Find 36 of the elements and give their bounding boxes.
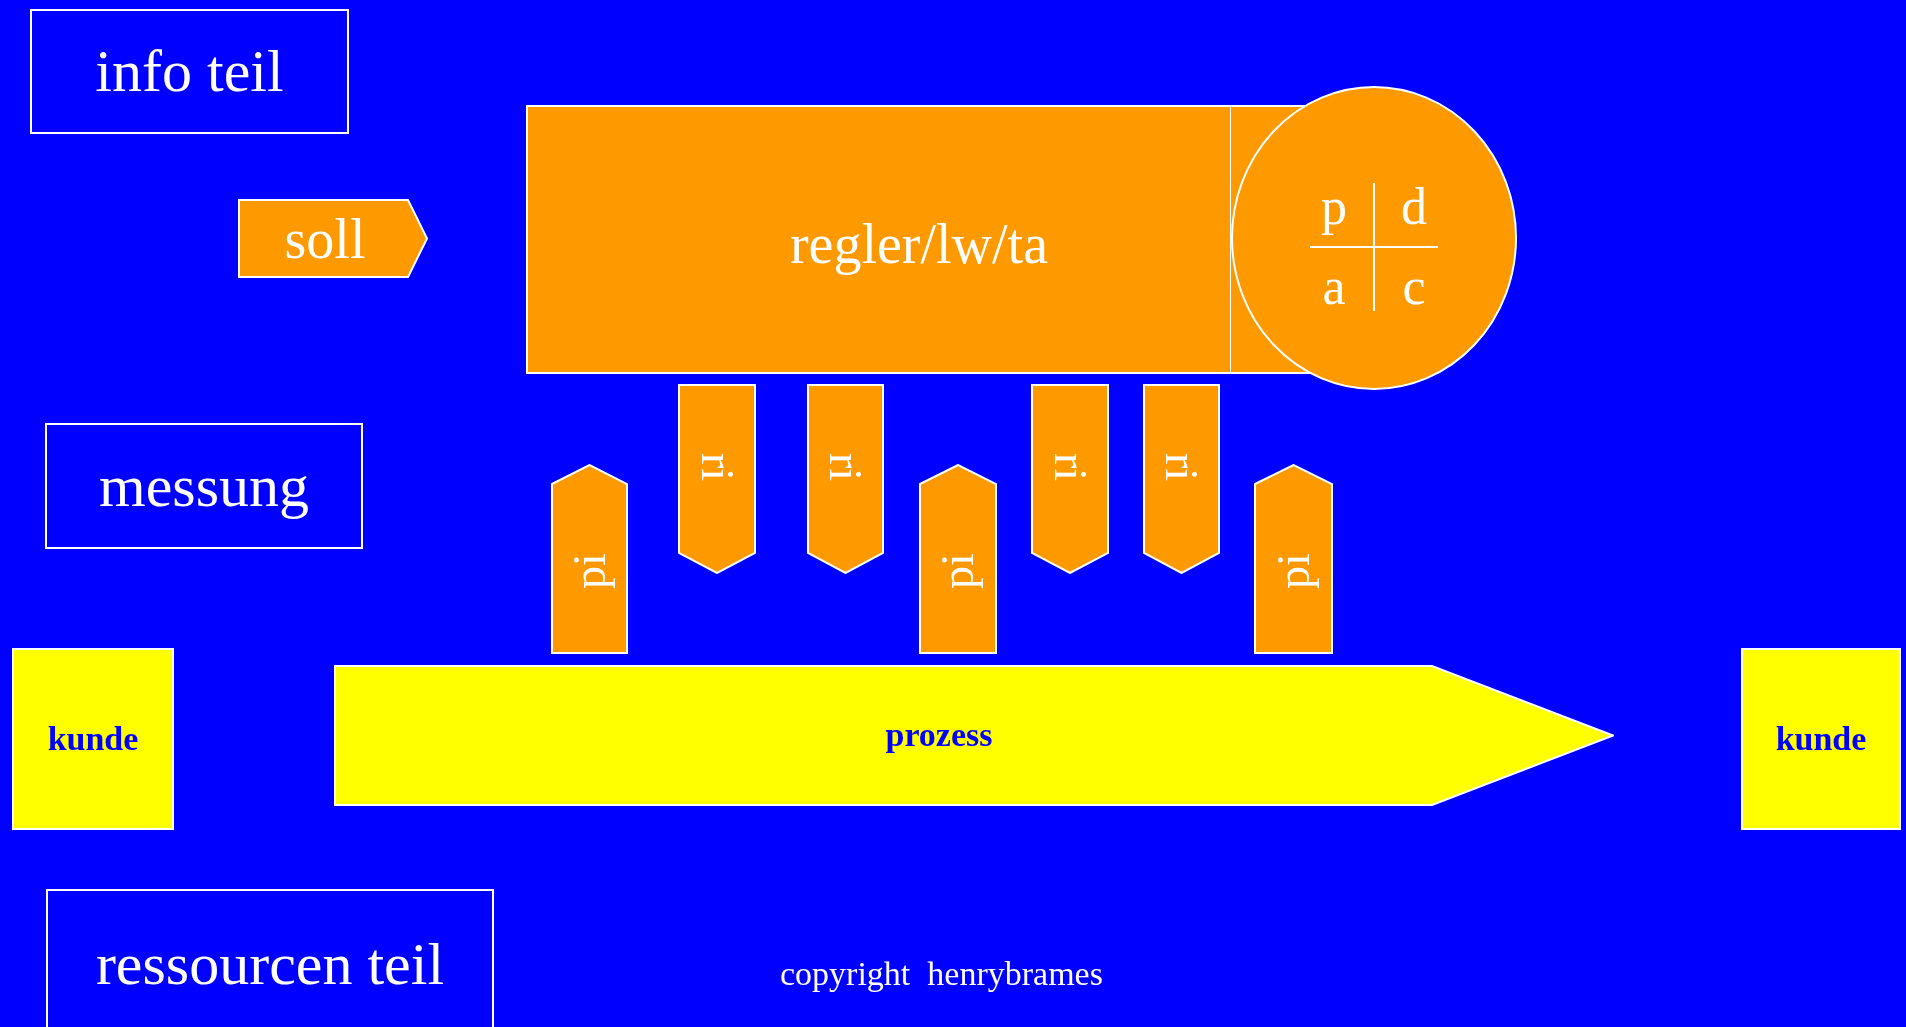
section-label-box: [30, 9, 349, 134]
rotated-label: pi: [935, 553, 981, 589]
up-pentagon: [551, 464, 628, 654]
rotated-label: ri: [1158, 452, 1205, 482]
down-pentagon: [807, 384, 884, 574]
controller-box: [526, 105, 1232, 374]
node-text: messung: [99, 451, 309, 521]
rotated-label: pi: [566, 553, 613, 589]
down-pentagon: [678, 384, 756, 574]
process-arrow: [334, 665, 1614, 806]
quadrant-letter: d: [1400, 177, 1428, 237]
customer-box: [12, 648, 174, 830]
rotated-label: pi: [1270, 553, 1317, 589]
rotated-label: ri: [694, 452, 740, 482]
node-text: ressourcen teil: [95, 929, 445, 999]
node-text: regler/lw/ta: [788, 211, 1049, 277]
node-text: soll: [284, 206, 367, 272]
node-text: info teil: [95, 37, 284, 106]
pdca-circle: [1231, 86, 1517, 390]
down-pentagon: [1031, 384, 1109, 574]
down-pentagon: [1143, 384, 1220, 574]
node-text: prozess: [885, 715, 994, 756]
up-pentagon: [1254, 464, 1333, 654]
up-pentagon: [919, 464, 997, 654]
rotated-label: ri: [822, 452, 869, 482]
quadrant-letter: p: [1320, 177, 1348, 237]
quadrant-letter: a: [1321, 257, 1347, 317]
setpoint-arrow: [238, 199, 428, 278]
quadrant-letter: c: [1401, 257, 1427, 317]
node-text: kunde: [47, 718, 139, 759]
node-text: kunde: [1775, 718, 1867, 759]
rotated-label: ri: [1047, 452, 1093, 482]
copyright-note: copyright henrybrames: [780, 954, 1103, 994]
section-label-box: [46, 889, 494, 1027]
customer-box: [1741, 648, 1901, 830]
section-label-box: [45, 423, 363, 549]
